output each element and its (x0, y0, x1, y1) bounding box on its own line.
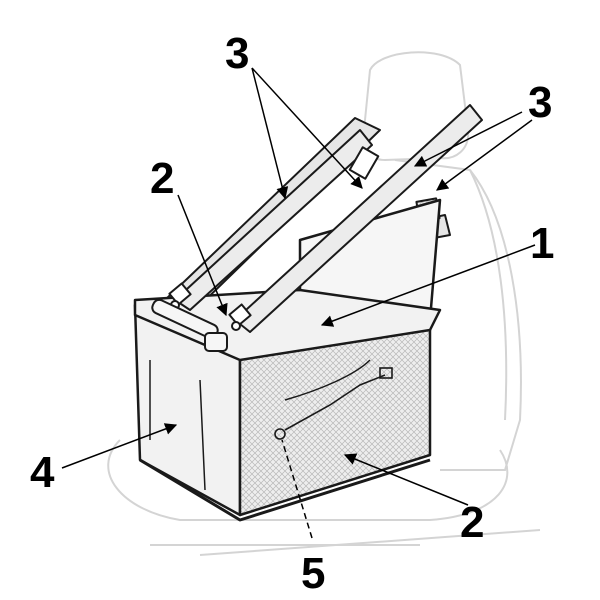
callout-4: 4 (30, 448, 55, 497)
leader-4 (61, 423, 178, 469)
safety-leash (274, 367, 393, 440)
callout-3b: 3 (528, 78, 552, 127)
leader-3b-1 (413, 111, 523, 167)
booster-bag (133, 198, 442, 522)
callout-2a: 2 (150, 154, 174, 203)
car-seat-outline (107, 51, 541, 556)
leader-2b (343, 453, 469, 506)
strap-adjuster (348, 146, 380, 180)
leader-3a-1 (251, 67, 289, 200)
leader-2a (177, 194, 228, 317)
leader-3b-2 (436, 119, 533, 191)
callout-5: 5 (301, 549, 325, 598)
callout-2b: 2 (460, 498, 484, 547)
callout-3a: 3 (225, 29, 249, 78)
leader-5 (281, 439, 313, 539)
leader-lines (61, 67, 536, 539)
leader-1 (320, 244, 536, 327)
callout-1: 1 (530, 219, 554, 268)
leader-3a-2 (251, 67, 363, 189)
buckle-right (228, 303, 252, 331)
